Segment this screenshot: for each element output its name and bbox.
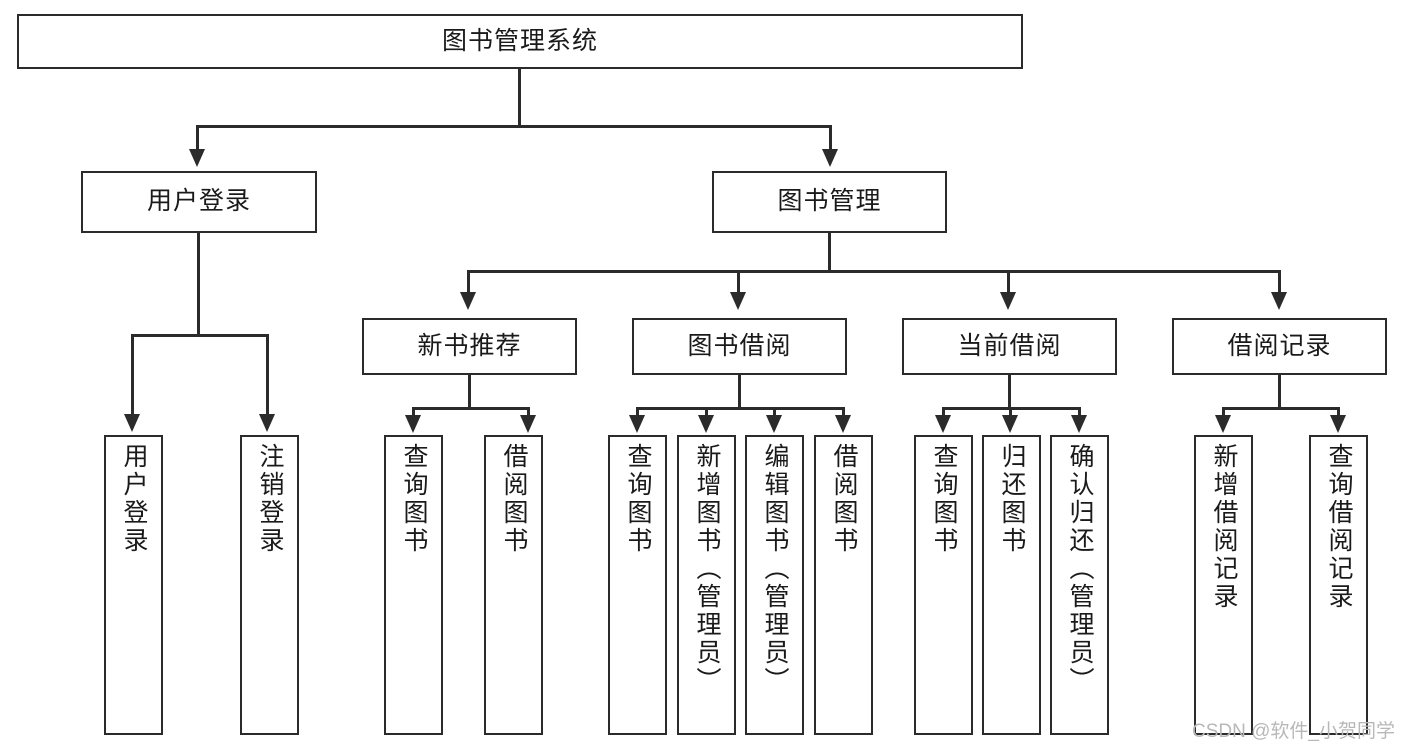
connector-level2-drop-left <box>196 125 199 151</box>
node-leaf-confirm-return-admin[interactable]: 确认归还（管理员） <box>1050 435 1109 735</box>
node-label: 当前借阅 <box>957 331 1062 360</box>
connector-user-login-stem <box>197 233 200 335</box>
node-new-book-recommend[interactable]: 新书推荐 <box>362 318 577 375</box>
node-label: 归还图书 <box>998 443 1026 555</box>
arrowhead-leaf-query-book-1 <box>405 415 421 433</box>
node-label: 图书借阅 <box>687 331 792 360</box>
arrowhead-leaf-add-borrow-record <box>1215 415 1231 433</box>
connector-root-stem <box>518 69 521 126</box>
arrowhead-leaf-confirm-return-admin <box>1071 415 1087 433</box>
arrowhead-leaf-user-logout <box>259 414 275 432</box>
connector-level2-drop-right <box>829 125 832 151</box>
node-label: 查询图书 <box>930 443 958 555</box>
arrowhead-leaf-query-book-3 <box>935 415 951 433</box>
arrowhead-leaf-add-book-admin <box>698 415 714 433</box>
node-label: 查询图书 <box>624 443 652 555</box>
connector-nbr-drop-1 <box>412 407 415 417</box>
connector-cb-drop-1 <box>942 407 945 417</box>
node-leaf-borrow-book-1[interactable]: 借阅图书 <box>484 435 543 735</box>
connector-book-borrow-stem <box>738 375 741 408</box>
connector-nbr-drop-2 <box>527 407 530 417</box>
connector-new-book-recommend-bus <box>412 407 529 410</box>
arrowhead-new-book-recommend <box>460 292 476 310</box>
node-label: 图书管理 <box>777 187 882 216</box>
connector-user-login-bus <box>131 334 268 337</box>
node-label: 查询借阅记录 <box>1325 443 1353 611</box>
connector-br-drop-1 <box>1222 407 1225 417</box>
node-label: 注销登录 <box>256 443 284 555</box>
arrowhead-current-borrow <box>1000 292 1016 310</box>
node-leaf-borrow-book-2[interactable]: 借阅图书 <box>814 435 873 735</box>
node-label: 借阅记录 <box>1227 331 1332 360</box>
connector-level3-bus <box>467 270 1281 273</box>
node-label: 新书推荐 <box>417 331 522 360</box>
node-user-login[interactable]: 用户登录 <box>81 171 317 233</box>
node-leaf-add-book-admin[interactable]: 新增图书（管理员） <box>677 435 736 735</box>
arrowhead-user-login <box>189 149 205 167</box>
arrowhead-leaf-borrow-book-1 <box>520 415 536 433</box>
node-label: 用户登录 <box>146 187 251 216</box>
node-label: 确认归还（管理员） <box>1066 443 1094 695</box>
arrowhead-leaf-query-book-2 <box>629 415 645 433</box>
node-leaf-query-book-2[interactable]: 查询图书 <box>608 435 667 735</box>
arrowhead-book-management <box>822 149 838 167</box>
node-leaf-query-book-1[interactable]: 查询图书 <box>384 435 443 735</box>
node-label: 新增图书（管理员） <box>693 443 721 695</box>
connector-new-book-recommend-stem <box>468 375 471 408</box>
arrowhead-leaf-user-login <box>124 414 140 432</box>
connector-borrow-record-bus <box>1222 407 1339 410</box>
arrowhead-leaf-borrow-book-2 <box>835 415 851 433</box>
connector-level2-bus <box>196 125 831 128</box>
node-leaf-query-borrow-record[interactable]: 查询借阅记录 <box>1309 435 1368 735</box>
connector-level3-drop-2 <box>737 270 740 294</box>
connector-bb-drop-2 <box>705 407 708 417</box>
connector-level3-drop-1 <box>467 270 470 294</box>
connector-br-drop-2 <box>1337 407 1340 417</box>
connector-book-borrow-bus <box>636 407 844 410</box>
connector-level3-drop-3 <box>1007 270 1010 294</box>
node-leaf-user-logout[interactable]: 注销登录 <box>240 435 299 735</box>
node-root-book-management-system[interactable]: 图书管理系统 <box>17 14 1023 69</box>
node-leaf-edit-book-admin[interactable]: 编辑图书（管理员） <box>745 435 804 735</box>
node-borrow-record[interactable]: 借阅记录 <box>1172 318 1387 375</box>
connector-book-management-stem <box>828 233 831 271</box>
connector-level3-drop-4 <box>1278 270 1281 294</box>
connector-user-login-drop-2 <box>266 334 269 416</box>
node-label: 用户登录 <box>120 443 148 555</box>
node-leaf-return-book[interactable]: 归还图书 <box>982 435 1041 735</box>
arrowhead-leaf-edit-book-admin <box>766 415 782 433</box>
node-book-management[interactable]: 图书管理 <box>712 171 947 233</box>
node-label: 编辑图书（管理员） <box>761 443 789 695</box>
connector-current-borrow-stem <box>1008 375 1011 408</box>
node-label: 借阅图书 <box>830 443 858 555</box>
arrowhead-book-borrow <box>730 292 746 310</box>
connector-user-login-drop-1 <box>131 334 134 416</box>
connector-bb-drop-1 <box>636 407 639 417</box>
arrowhead-borrow-record <box>1271 292 1287 310</box>
csdn-watermark: CSDN @软件_小贺同学 <box>1192 721 1395 742</box>
connector-bb-drop-4 <box>842 407 845 417</box>
connector-borrow-record-stem <box>1278 375 1281 408</box>
node-label: 查询图书 <box>400 443 428 555</box>
node-leaf-add-borrow-record[interactable]: 新增借阅记录 <box>1194 435 1253 735</box>
connector-bb-drop-3 <box>773 407 776 417</box>
node-label: 新增借阅记录 <box>1210 443 1238 611</box>
node-leaf-query-book-3[interactable]: 查询图书 <box>914 435 973 735</box>
connector-cb-drop-3 <box>1078 407 1081 417</box>
node-book-borrow[interactable]: 图书借阅 <box>632 318 847 375</box>
node-current-borrow[interactable]: 当前借阅 <box>902 318 1117 375</box>
node-leaf-user-login[interactable]: 用户登录 <box>104 435 163 735</box>
arrowhead-leaf-query-borrow-record <box>1330 415 1346 433</box>
connector-cb-drop-2 <box>1009 407 1012 417</box>
arrowhead-leaf-return-book <box>1002 415 1018 433</box>
node-label: 图书管理系统 <box>441 26 598 55</box>
node-label: 借阅图书 <box>500 443 528 555</box>
